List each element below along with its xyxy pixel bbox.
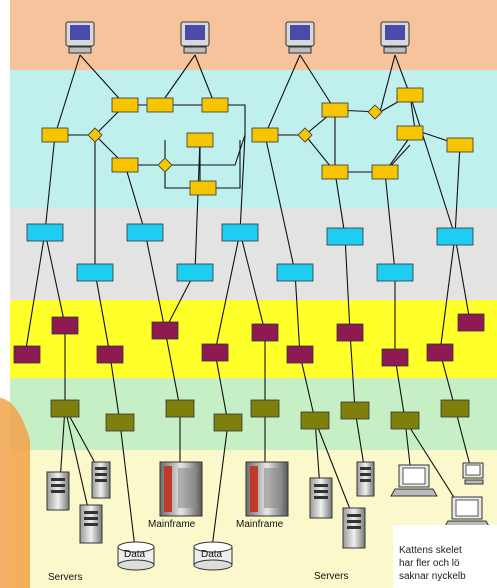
purple-node (251, 323, 279, 342)
olive-node (340, 401, 370, 420)
olive-node (440, 399, 470, 418)
cyan-node (126, 223, 164, 242)
olive-nodes (50, 399, 470, 432)
cyan-node (176, 263, 214, 282)
mainframe-icon (245, 461, 289, 517)
data-label: Data (124, 549, 146, 560)
purple-node (381, 348, 409, 367)
yellow-node (111, 97, 139, 113)
side-note-line: har fler och lö (399, 558, 460, 569)
mainframe-icon (159, 461, 203, 517)
purple-node (96, 345, 124, 364)
cyan-node (221, 223, 259, 242)
yellow-node (251, 127, 279, 143)
olive-node (165, 399, 195, 418)
cyan-node (26, 223, 64, 242)
data-label: Data (201, 549, 223, 560)
background-fragment-orange (0, 398, 30, 588)
yellow-node (446, 137, 474, 153)
cyan-node (76, 263, 114, 282)
terminal-icon (65, 21, 95, 54)
diamond-node (157, 157, 173, 173)
server-icon (46, 471, 70, 511)
purple-node (457, 313, 485, 332)
laptop-icon (390, 464, 438, 497)
yellow-node (111, 157, 139, 173)
olive-node (105, 413, 135, 432)
purple-node (426, 343, 454, 362)
pc-icon (462, 462, 484, 485)
olive-node (300, 411, 330, 430)
diamond-node (367, 104, 383, 120)
yellow-node (41, 127, 69, 143)
database-icon (193, 541, 233, 571)
cyan-nodes (26, 223, 474, 282)
purple-node (336, 323, 364, 342)
mainframe-label: Mainframe (236, 519, 284, 530)
yellow-node (189, 180, 217, 196)
yellow-node (396, 125, 424, 141)
purple-node (201, 343, 229, 362)
olive-node (390, 411, 420, 430)
server-icon (91, 461, 111, 499)
side-note-line: Kattens skelet (399, 545, 462, 556)
diamond-node (87, 127, 103, 143)
server-icon (342, 507, 366, 549)
purple-nodes (13, 313, 485, 367)
purple-node (13, 345, 41, 364)
servers-label: Servers (314, 571, 348, 582)
yellow-node (371, 164, 399, 180)
yellow-node (186, 132, 214, 148)
servers-label: Servers (48, 572, 82, 583)
terminal-icon (180, 21, 210, 54)
server-icon (79, 504, 103, 544)
cyan-node (436, 227, 474, 246)
side-note-box (393, 525, 497, 588)
server-icon (356, 461, 375, 497)
purple-node (151, 321, 179, 340)
links (24, 54, 473, 549)
server-icon (309, 477, 333, 519)
cyan-node (326, 227, 364, 246)
yellow-node (321, 164, 349, 180)
olive-node (250, 399, 280, 418)
olive-node (50, 399, 80, 418)
mainframe-label: Mainframe (148, 519, 196, 530)
yellow-node (396, 87, 424, 103)
yellow-node (201, 97, 229, 113)
purple-node (51, 316, 79, 335)
cyan-node (276, 263, 314, 282)
side-note-line: saknar nyckelb (399, 571, 466, 582)
purple-node (286, 345, 314, 364)
terminal-icon (380, 21, 410, 54)
yellow-node (146, 97, 174, 113)
cyan-node (376, 263, 414, 282)
yellow-node (321, 102, 349, 118)
database-icon (117, 541, 155, 571)
background-fragment (0, 0, 10, 588)
diamond-nodes (87, 104, 383, 173)
terminal-icon (285, 21, 315, 54)
yellow-nodes (41, 87, 474, 196)
diamond-node (297, 127, 313, 143)
olive-node (213, 413, 243, 432)
